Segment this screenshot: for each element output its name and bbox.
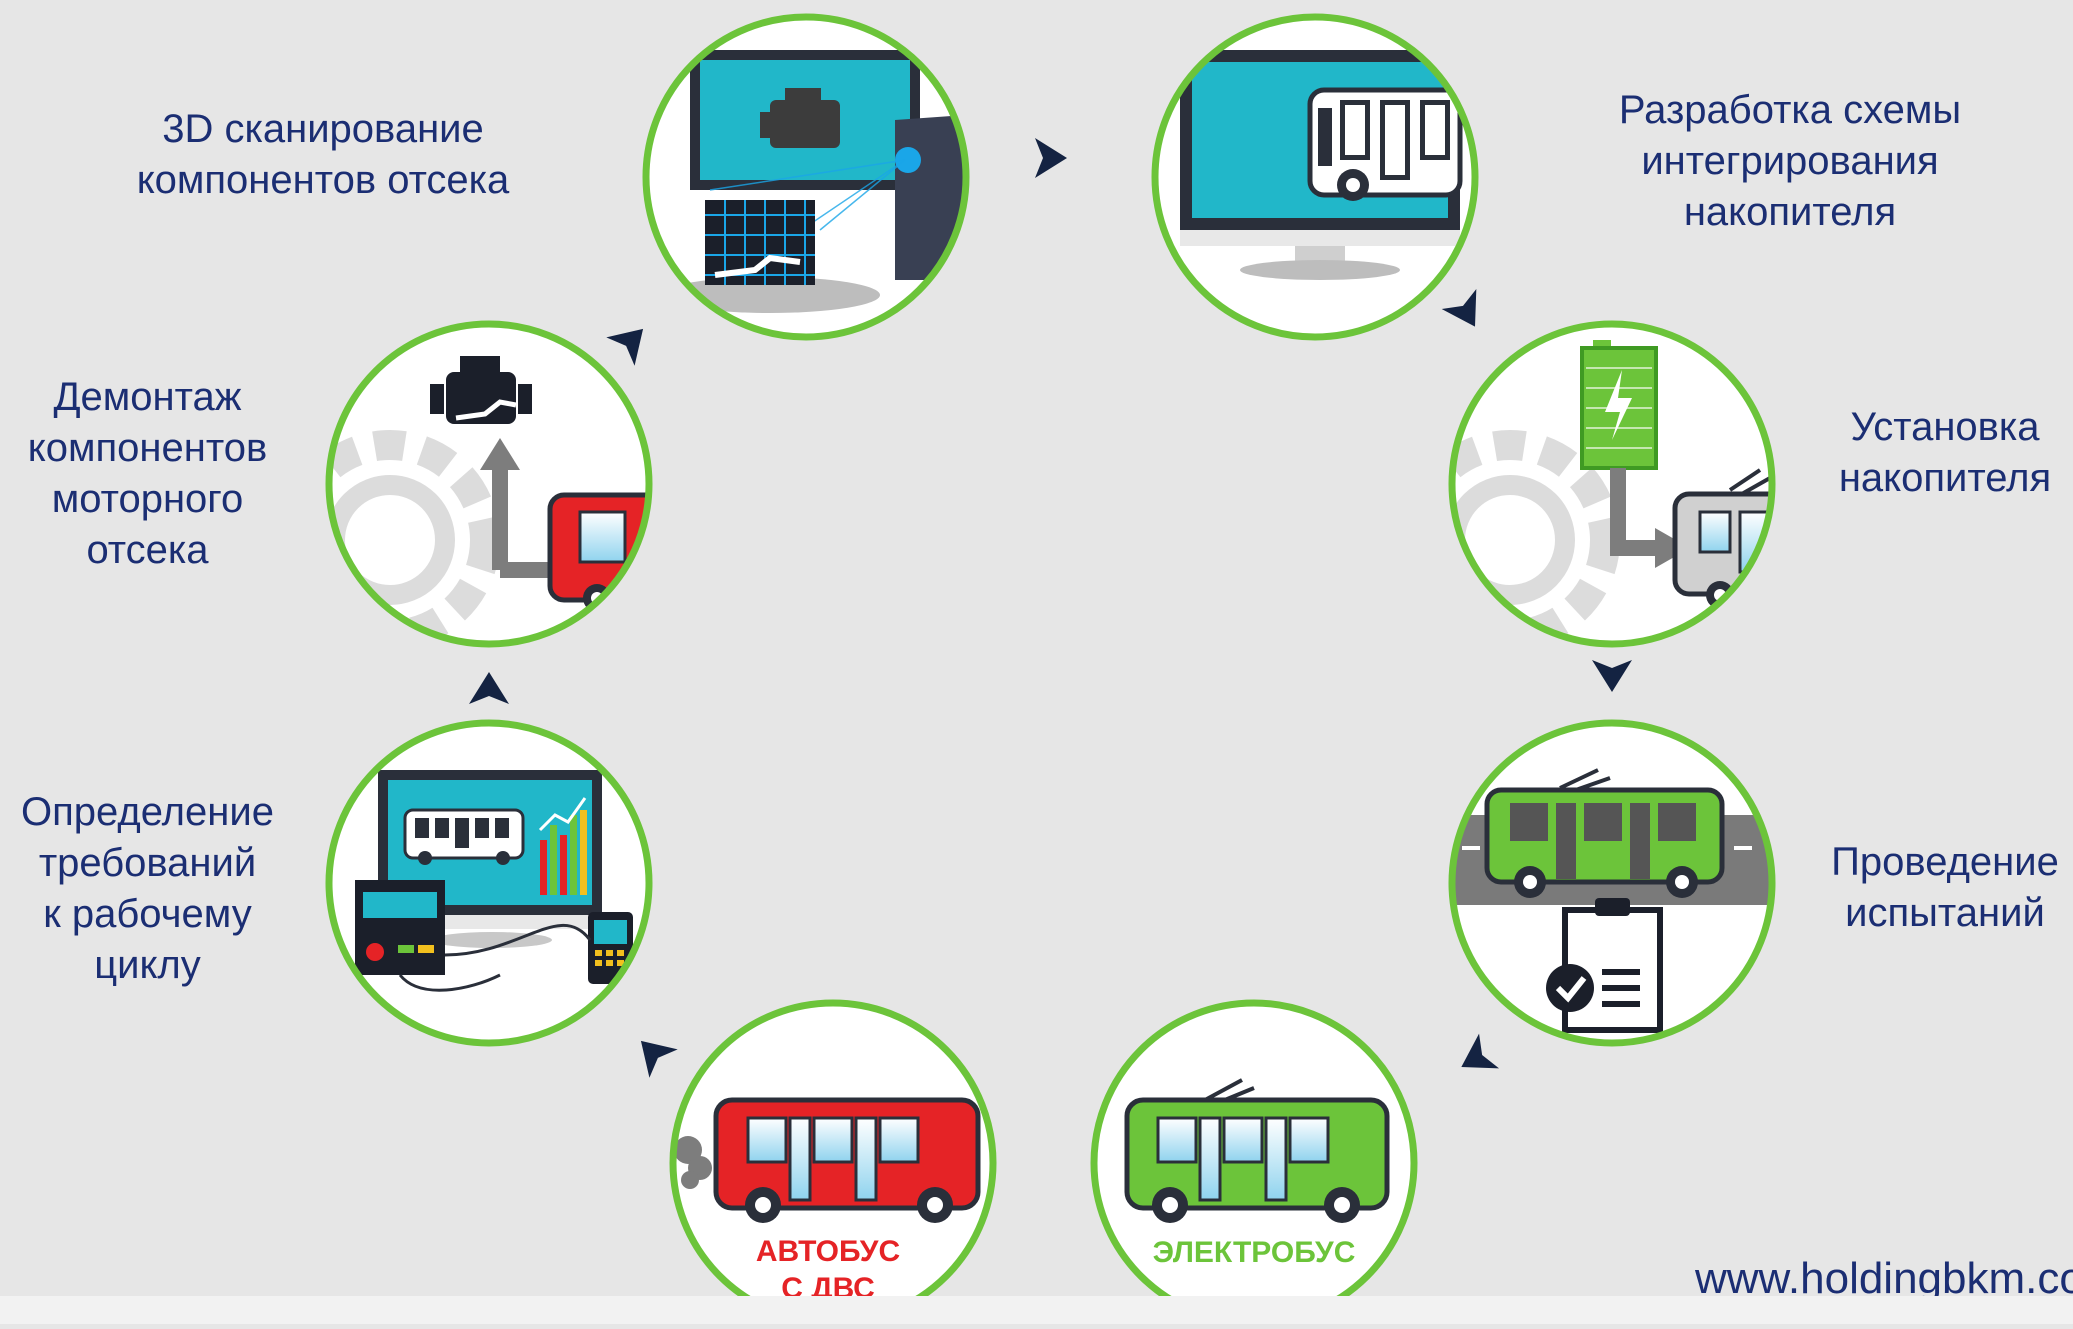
website-url: www.holdingbkm.com (1695, 1254, 2073, 1303)
chevron-right-icon (1035, 138, 1067, 178)
ring-install (1448, 320, 1776, 648)
handheld-device-icon (588, 912, 633, 984)
bottom-bar (0, 1296, 2073, 1324)
chevron-up-left-icon (640, 1040, 678, 1078)
red-bus-front-icon (547, 492, 649, 612)
ring-requirements (325, 719, 653, 1047)
ring-scan (642, 13, 970, 341)
chevron-up-right-icon (606, 328, 644, 366)
trolleybus-green-icon (1484, 768, 1725, 898)
step-label-install: Установка накопителя (1838, 405, 2052, 500)
step-circle-install (1448, 320, 1776, 648)
chevron-down-right-icon (1441, 288, 1477, 327)
engine-icon (430, 356, 532, 424)
bar-chart-icon (538, 797, 587, 895)
step-circle-electrobus: ЭЛЕКТРОБУС (1090, 999, 1418, 1327)
bus-side-icon (1307, 87, 1463, 201)
step-circle-design (1151, 13, 1479, 341)
scanned-engine-icon (705, 200, 815, 285)
step-label-scan: 3D сканирование компонентов отсека (136, 107, 510, 202)
step-label-testing: Проведение испытаний (1831, 840, 2059, 935)
engine-icon (760, 88, 840, 148)
step-circle-dismantle (325, 320, 653, 648)
electrobus-icon (1124, 1078, 1390, 1223)
bus-ice-icon (674, 1097, 981, 1223)
step-circle-requirements (325, 719, 653, 1047)
ring-dismantle (325, 320, 653, 648)
checklist-icon (1546, 898, 1663, 1033)
exhaust-smoke-icon (674, 1136, 712, 1189)
ring-design (1151, 13, 1479, 341)
chevron-down-left-icon (1461, 1033, 1500, 1069)
step-label-design: Разработка схемы интегрирования накопите… (1618, 88, 1962, 234)
diagnostic-device-icon (355, 880, 445, 975)
step-circle-bus-ice: АВТОБУС С ДВС (669, 999, 997, 1327)
bus-ice-label-line1: АВТОБУС (756, 1235, 900, 1268)
step-label-requirements: Определение требований к рабочему циклу (21, 790, 274, 987)
battery-icon (1580, 340, 1658, 470)
ring-testing (1448, 719, 1776, 1047)
chevron-down-icon (1592, 660, 1632, 692)
step-label-dismantle: Демонтаж компонентов моторного отсека (27, 375, 268, 572)
bus-outline-icon (403, 808, 525, 865)
step-circle-scan (642, 13, 970, 341)
electrobus-label: ЭЛЕКТРОБУС (1153, 1236, 1356, 1269)
step-circle-testing (1448, 719, 1776, 1047)
chevron-up-icon (469, 672, 509, 704)
